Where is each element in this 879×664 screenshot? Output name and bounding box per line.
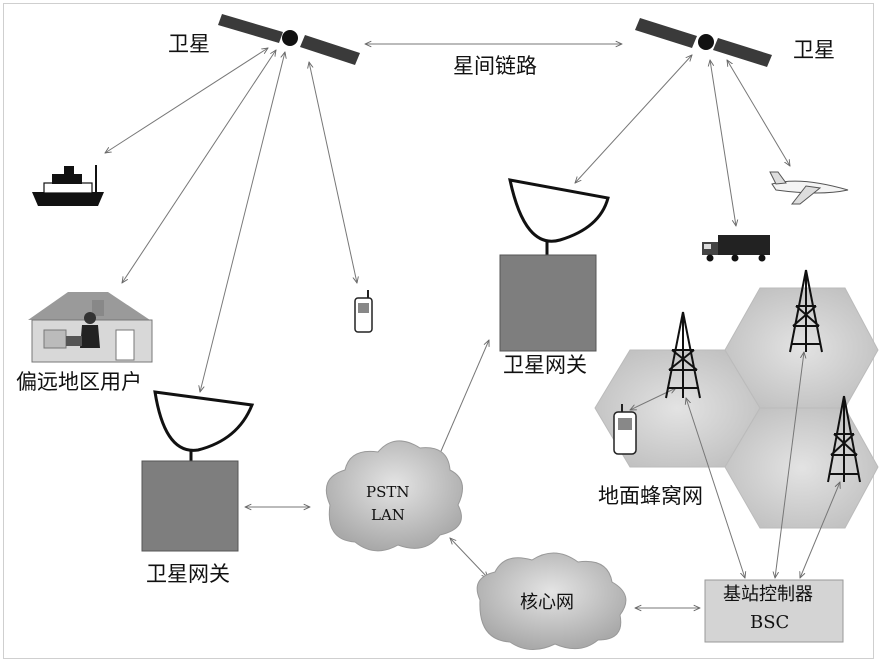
satellite-left-icon xyxy=(218,14,360,65)
dish-antenna-icon xyxy=(153,390,255,452)
gateway-right-label: 卫星网关 xyxy=(503,353,587,377)
satellite-left-label: 卫星 xyxy=(168,32,210,56)
arrow-bsc-tower3 xyxy=(800,482,840,578)
arrow-sat-gateway-right xyxy=(575,55,692,183)
arrow-sat-phone xyxy=(309,62,357,283)
satellite-gateway-right xyxy=(499,178,610,352)
arrow-sat-house xyxy=(122,50,276,283)
lan-label: LAN xyxy=(371,506,405,524)
remote-users-label: 偏远地区用户 xyxy=(16,370,142,394)
cell-tower-icon xyxy=(665,311,701,399)
diagram-frame xyxy=(3,3,874,659)
dish-antenna-icon xyxy=(508,178,610,243)
house-icon xyxy=(28,292,153,363)
mobile-phone-icon xyxy=(354,290,373,333)
satellite-gateway-left xyxy=(141,390,255,552)
cellular-network-label: 地面蜂窝网 xyxy=(598,484,703,508)
arrow-phone-tower xyxy=(630,388,676,410)
cell-tower-icon xyxy=(789,269,823,353)
bsc-box xyxy=(704,579,844,643)
arrow-pstn-gateway-right xyxy=(432,340,489,472)
core-network-cloud xyxy=(476,552,627,650)
satellite-right-icon xyxy=(635,18,772,67)
bsc-abbrev-label: BSC xyxy=(750,612,790,633)
arrow-sat-plane xyxy=(727,60,790,166)
arrow-pstn-core xyxy=(450,538,488,578)
pstn-lan-cloud xyxy=(325,440,463,552)
ship-icon xyxy=(32,165,104,206)
cell-phone-icon xyxy=(613,404,637,455)
satellite-right-label: 卫星 xyxy=(793,38,835,62)
pstn-label: PSTN xyxy=(366,483,410,501)
connection-arrows xyxy=(105,44,840,608)
arrow-bsc-tower1 xyxy=(686,398,745,578)
cell-towers xyxy=(665,269,861,483)
bsc-label: 基站控制器 xyxy=(723,584,813,605)
truck-icon xyxy=(702,235,770,262)
inter-satellite-link-label: 星间链路 xyxy=(453,54,537,78)
cell-tower-icon xyxy=(827,395,861,483)
gateway-left-label: 卫星网关 xyxy=(146,562,230,586)
arrow-bsc-tower2 xyxy=(775,352,804,578)
core-network-label: 核心网 xyxy=(520,592,574,613)
arrow-sat-gateway-left xyxy=(200,52,285,392)
airplane-icon xyxy=(769,171,849,205)
arrow-sat-truck xyxy=(710,60,736,226)
arrow-sat-ship xyxy=(105,48,268,153)
